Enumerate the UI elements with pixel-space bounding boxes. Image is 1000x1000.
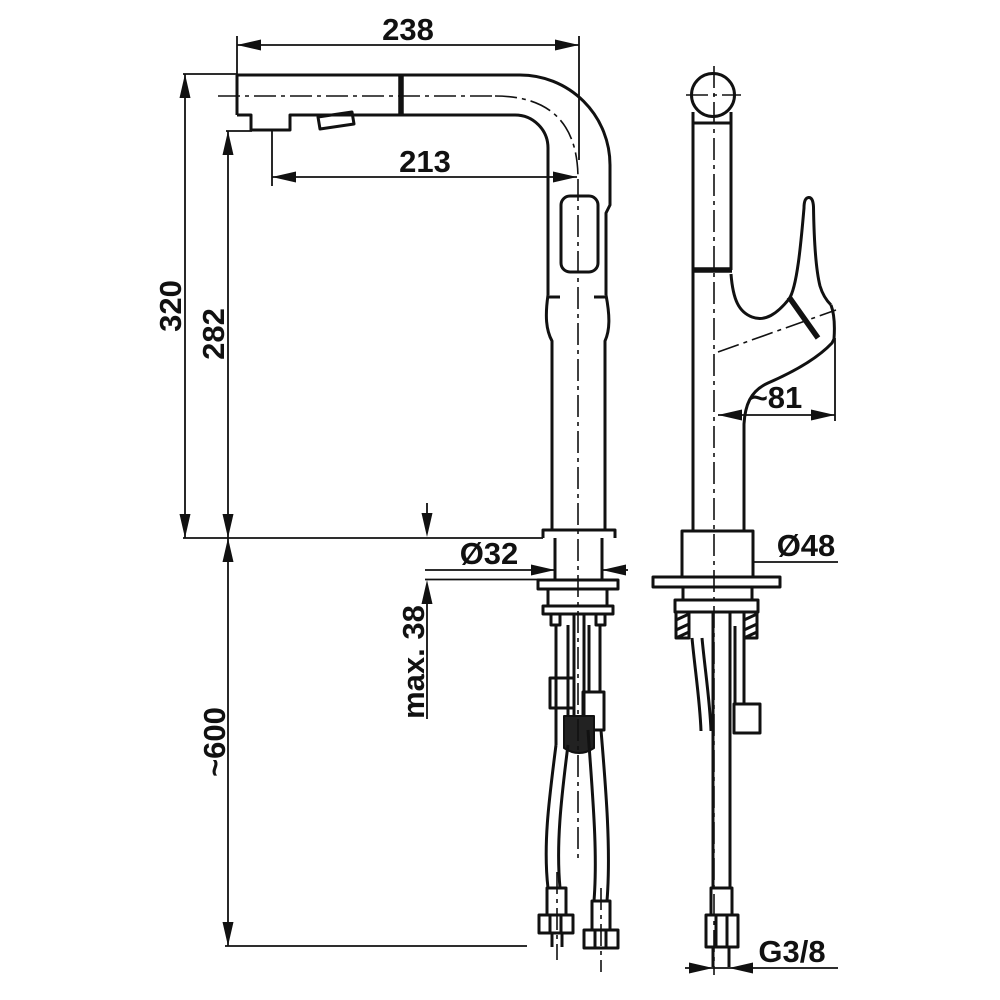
spout-axis-bend — [494, 95, 579, 180]
dim-label-238: 238 — [382, 12, 434, 47]
hatch-lines — [675, 612, 690, 640]
faucet-side-view — [651, 72, 836, 967]
dimension-labels: 238 213 320 282 ~81 Ø32 Ø48 max. 38 ~600… — [153, 12, 835, 969]
dim-label-600: ~600 — [197, 707, 232, 777]
handle-collar-line — [786, 295, 821, 340]
branch-tube — [733, 626, 746, 704]
body-right-edge — [604, 165, 612, 295]
hatch-lines — [743, 612, 758, 640]
dim-label-g38: G3/8 — [758, 934, 825, 969]
faucet-front-view — [235, 73, 620, 950]
dim-label-282: 282 — [196, 308, 231, 360]
mounting-shank — [553, 538, 604, 580]
bulb-left-edge — [544, 294, 554, 530]
pullout-head-housing — [559, 194, 600, 274]
dimension-arrowheads — [179, 39, 835, 974]
flexible-hoses — [544, 729, 610, 902]
mounting-nut — [681, 585, 754, 602]
hose-hex-nut — [704, 913, 740, 949]
hose-axes — [556, 872, 602, 972]
spout-underside — [237, 113, 515, 132]
dim-label-81: ~81 — [750, 380, 803, 415]
hose-weight — [563, 715, 595, 754]
supply-tubes — [554, 614, 602, 745]
lever-handle — [729, 196, 833, 320]
tube-connector — [548, 676, 576, 710]
mounting-bracket — [673, 598, 760, 614]
supply-tube — [711, 612, 732, 888]
dim-label-213: 213 — [399, 144, 451, 179]
dim-label-max38: max. 38 — [396, 605, 431, 719]
hex-nut-facets — [593, 930, 608, 948]
bracket-foot — [549, 612, 562, 627]
body-base — [680, 529, 755, 579]
threaded-rod — [690, 637, 713, 732]
spout-inner-bend — [514, 113, 550, 149]
branch-fitting — [732, 702, 762, 735]
connection-stub — [711, 947, 731, 967]
spray-head-clip — [316, 110, 356, 131]
hose-hex-nut — [537, 913, 575, 935]
bulb-right-edge — [603, 294, 611, 530]
handle-port-axis — [717, 309, 837, 353]
hex-nut-facets — [548, 915, 563, 933]
centerlines — [218, 66, 837, 975]
trim-flange — [541, 528, 617, 538]
hose-stub — [550, 933, 564, 947]
dim-label-d32: Ø32 — [460, 536, 519, 571]
dim-label-d48: Ø48 — [777, 528, 836, 563]
spout-outer-bend — [519, 73, 612, 166]
bracket-foot — [594, 612, 607, 627]
hex-nut-facets — [714, 915, 729, 947]
handle-socket-body — [742, 304, 836, 531]
dim-label-320: 320 — [153, 280, 188, 332]
